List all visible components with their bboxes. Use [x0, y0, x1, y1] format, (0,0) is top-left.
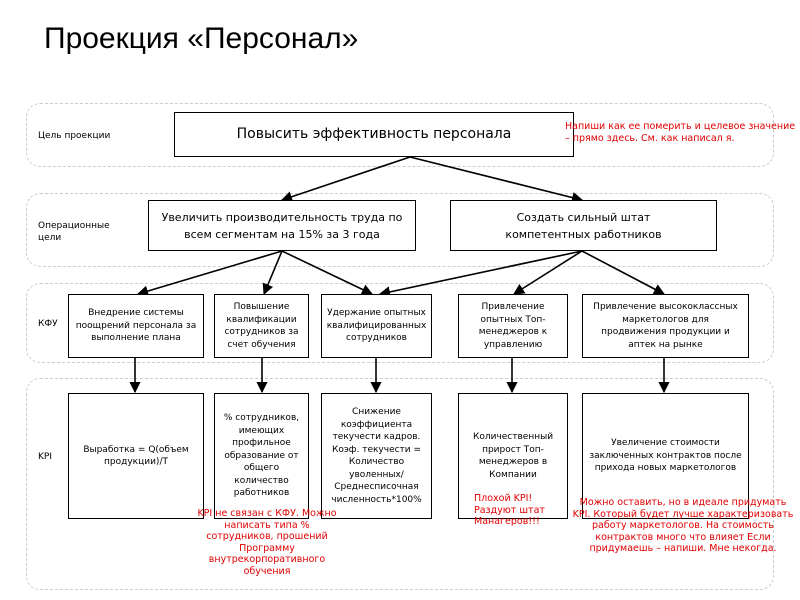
kpi-managers-growth: Количественный прирост Топ-менеджеров в … — [458, 393, 568, 519]
kpi-output: Выработка = Q(объем продукции)/Т — [68, 393, 204, 519]
arrow-goal-to-op1 — [280, 156, 411, 203]
goal-box: Повысить эффективность персонала — [174, 112, 574, 157]
row-label-goal: Цель проекции — [38, 131, 111, 141]
kfu-attract-managers: Привлечение опытных Топ-менеджеров к упр… — [458, 294, 568, 358]
band-kpi — [26, 378, 774, 590]
row-label-operational: Операционные цели — [38, 221, 110, 243]
arrow-goal-to-op2 — [409, 156, 584, 203]
note-kpi-managers: Плохой KPI! Раздуют штат Манагеров!!! — [474, 493, 545, 527]
arrow-op2-to-kfu4 — [513, 250, 583, 295]
note-kpi-education: KPI не связан с КФУ. Можно написать типа… — [197, 508, 337, 577]
arrow-op1-to-kfu1 — [136, 250, 283, 297]
row-label-kfu: КФУ — [38, 319, 58, 329]
operational-goal-staff: Создать сильный штат компетентных работн… — [450, 200, 717, 251]
band-kfu — [26, 283, 774, 363]
row-label-kpi: KPI — [38, 452, 52, 462]
kpi-education-share: % сотрудников, имеющих профильное образо… — [214, 393, 309, 519]
kfu-retain-staff: Удержание опытных квалифицированных сотр… — [321, 294, 432, 358]
note-goal: Напиши как ее померить и целевое значени… — [565, 121, 796, 144]
band-operational — [26, 193, 774, 267]
arrow-op1-to-kfu3 — [281, 250, 374, 295]
kfu-incentive-system: Внедрение системы поощрений персонала за… — [68, 294, 204, 358]
band-goal — [26, 103, 774, 167]
operational-goal-productivity: Увеличить производительность труда по вс… — [148, 200, 416, 251]
arrow-op2-to-kfu3 — [378, 250, 583, 298]
arrow-op1-to-kfu2 — [262, 250, 283, 296]
page-title: Проекция «Персонал» — [44, 22, 359, 55]
kfu-qualification-training: Повышение квалификации сотрудников за сч… — [214, 294, 309, 358]
kpi-turnover-rate: Снижение коэффициента текучести кадров. … — [321, 393, 432, 519]
note-kpi-marketers: Можно оставить, но в идеале придумать KP… — [572, 497, 794, 554]
kpi-contract-value: Увеличение стоимости заключенных контрак… — [582, 393, 749, 519]
kfu-attract-marketers: Привлечение высококлассных маркетологов … — [582, 294, 749, 358]
arrow-op2-to-kfu5 — [581, 250, 665, 295]
